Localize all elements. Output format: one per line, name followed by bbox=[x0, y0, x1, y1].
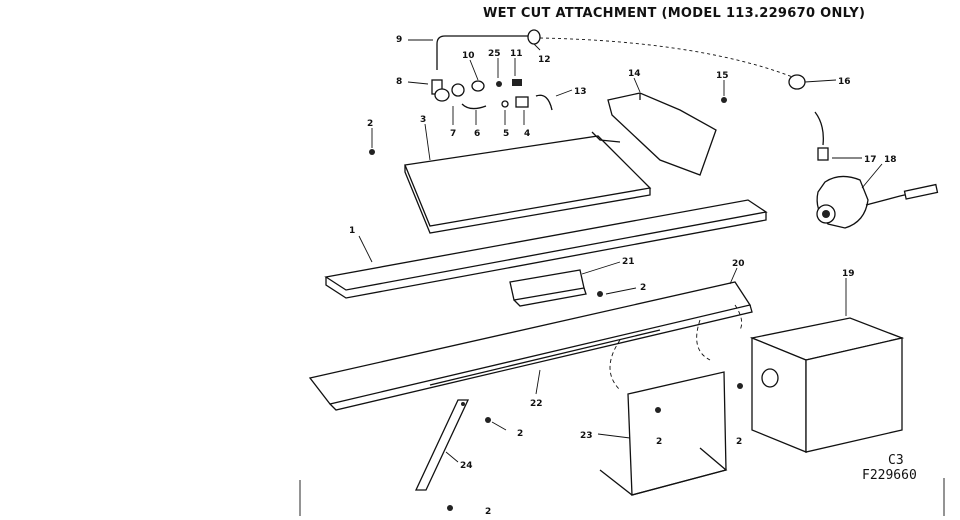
panel-part-23 bbox=[599, 371, 728, 496]
tray-part-3 bbox=[404, 131, 652, 234]
bracket-part-21 bbox=[509, 269, 587, 307]
callout-9: 9 bbox=[396, 35, 402, 45]
callout-24: 24 bbox=[460, 461, 473, 471]
callout-13: 13 bbox=[574, 87, 587, 97]
screw-near-21 bbox=[597, 291, 603, 297]
leader-lines bbox=[358, 39, 883, 463]
screw-part-2 bbox=[369, 149, 375, 155]
fitting-part-17 bbox=[817, 147, 829, 161]
leg-part-24 bbox=[414, 399, 470, 491]
callout-15: 15 bbox=[716, 71, 729, 81]
fittings-cluster bbox=[431, 79, 553, 111]
callout-1: 1 bbox=[349, 226, 355, 236]
callout-2: 2 bbox=[736, 437, 742, 447]
diagram-code: C3 bbox=[888, 453, 904, 468]
callout-2: 2 bbox=[485, 507, 491, 516]
callout-2: 2 bbox=[656, 437, 662, 447]
diagram-title: WET CUT ATTACHMENT (MODEL 113.229670 ONL… bbox=[483, 6, 866, 21]
callout-5: 5 bbox=[503, 129, 509, 139]
board-part-1 bbox=[324, 199, 768, 299]
callout-20: 20 bbox=[732, 259, 745, 269]
guard-part-14 bbox=[607, 92, 717, 176]
coupling-part-12 bbox=[527, 29, 541, 45]
screw-on-panel bbox=[655, 407, 661, 413]
pump-part-18 bbox=[816, 175, 939, 229]
callout-14: 14 bbox=[628, 69, 641, 79]
coupling-part-16 bbox=[788, 74, 806, 90]
screw-near-24 bbox=[485, 417, 491, 423]
callout-2: 2 bbox=[640, 283, 646, 293]
tank-part-19 bbox=[749, 317, 905, 453]
callout-19: 19 bbox=[842, 269, 855, 279]
callout-4: 4 bbox=[524, 129, 530, 139]
callout-11: 11 bbox=[510, 49, 523, 59]
callout-8: 8 bbox=[396, 77, 402, 87]
screw-right-panel bbox=[737, 383, 743, 389]
hose-to-pump bbox=[814, 111, 824, 146]
screw-bottom bbox=[447, 505, 453, 511]
callout-7: 7 bbox=[450, 129, 456, 139]
trough-part-20-22 bbox=[308, 281, 753, 411]
callout-16: 16 bbox=[838, 77, 851, 87]
callout-2: 2 bbox=[367, 119, 373, 129]
hose-route-line bbox=[539, 37, 801, 81]
callout-21: 21 bbox=[622, 257, 635, 267]
callout-3: 3 bbox=[420, 115, 426, 125]
callout-22: 22 bbox=[530, 399, 543, 409]
callout-2: 2 bbox=[517, 429, 523, 439]
callout-18: 18 bbox=[884, 155, 897, 165]
callout-25: 25 bbox=[488, 49, 501, 59]
callout-12: 12 bbox=[538, 55, 551, 65]
hose-part-9 bbox=[436, 35, 530, 70]
figure-number: F229660 bbox=[862, 468, 917, 483]
callout-17: 17 bbox=[864, 155, 877, 165]
screw-part-15 bbox=[721, 97, 727, 103]
callout-10: 10 bbox=[462, 51, 475, 61]
callout-23: 23 bbox=[580, 431, 593, 441]
callout-6: 6 bbox=[474, 129, 480, 139]
